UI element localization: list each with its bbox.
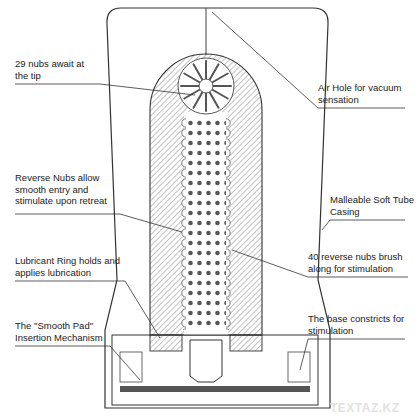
tip-chamber — [178, 58, 234, 114]
air-hole — [206, 8, 207, 55]
callout-text: The base constricts for stimulation — [308, 313, 416, 336]
tip-nubs — [181, 61, 231, 111]
lubricant-ring — [230, 335, 262, 351]
base-cap — [112, 335, 318, 405]
callout-text: Reverse Nubs allow smooth entry and stim… — [15, 172, 125, 207]
callout-text: 29 nubs await at the tip — [15, 58, 93, 81]
callout-text: 40 reverse nubs brush along for stimulat… — [308, 251, 418, 274]
callout-text: Lubricant Ring holds and applies lubrica… — [15, 255, 127, 278]
callout-text: Air Hole for vacuum sensation — [318, 82, 410, 105]
inner-sleeve — [150, 54, 262, 335]
reverse-nubs-center — [186, 118, 226, 330]
callout-text: The "Smooth Pad" Insertion Mechanism — [15, 320, 115, 343]
lubricant-ring — [150, 335, 182, 351]
casing-outline — [105, 8, 330, 408]
reverse-nubs-right — [226, 118, 234, 330]
base-bar — [120, 386, 310, 392]
watermark: TEXTAZ.KZ — [330, 401, 420, 416]
smooth-pad — [190, 340, 222, 382]
callout-text: Malleable Soft Tube Casing — [330, 194, 415, 217]
reverse-nubs-left — [178, 118, 186, 330]
inner-channel — [184, 112, 228, 335]
